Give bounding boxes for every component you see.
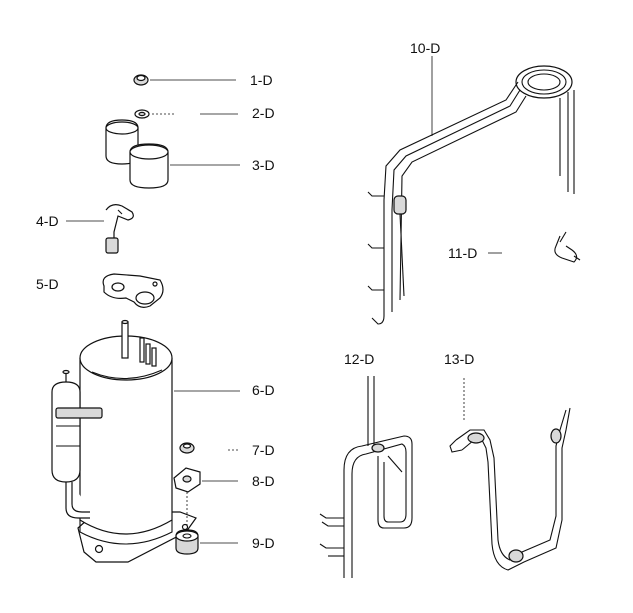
part-1-nut	[133, 74, 149, 86]
part-2-washer	[134, 109, 150, 119]
part-11-spring-clip	[554, 231, 581, 263]
label-7-d: 7-D	[252, 442, 275, 458]
label-3-d: 3-D	[252, 157, 275, 173]
part-7-nut	[179, 442, 195, 454]
part-6-compressor	[51, 319, 197, 563]
part-10-tube-assembly	[367, 65, 575, 325]
part-5-bracket	[102, 273, 164, 308]
label-11-d: 11-D	[448, 245, 477, 261]
label-12-d: 12-D	[344, 351, 374, 367]
label-5-d: 5-D	[36, 276, 59, 292]
part-4-clip	[105, 204, 134, 254]
label-6-d: 6-D	[252, 382, 275, 398]
label-1-d: 1-D	[250, 72, 273, 88]
label-8-d: 8-D	[252, 473, 275, 489]
part-3-terminal-covers	[105, 119, 169, 189]
label-4-d: 4-D	[36, 213, 59, 229]
label-9-d: 9-D	[252, 535, 275, 551]
label-13-d: 13-D	[444, 351, 474, 367]
part-8-plate	[173, 467, 201, 532]
label-2-d: 2-D	[252, 105, 275, 121]
part-9-grommet	[175, 529, 199, 555]
part-13-bent-tube	[449, 378, 571, 571]
label-10-d: 10-D	[410, 40, 440, 56]
part-12-u-tube	[319, 376, 413, 578]
